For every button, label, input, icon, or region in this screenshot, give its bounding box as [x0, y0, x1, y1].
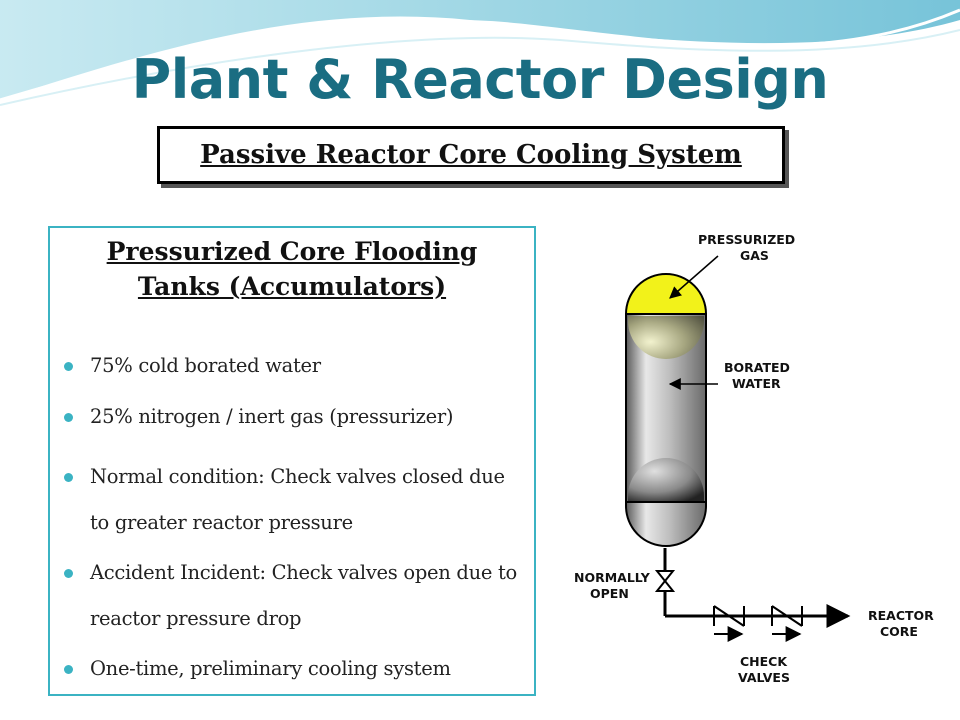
label-pressurized-gas: PRESSURIZED: [698, 232, 795, 247]
bullet-list: 75% cold borated water 25% nitrogen / in…: [62, 352, 532, 697]
label-valves: VALVES: [738, 670, 790, 685]
bullet-item: One-time, preliminary cooling system: [62, 646, 532, 692]
page-title: Plant & Reactor Design: [131, 48, 829, 111]
label-open: OPEN: [590, 586, 629, 601]
label-core: CORE: [880, 624, 918, 639]
panel-heading: Pressurized Core Flooding Tanks (Accumul…: [50, 234, 534, 304]
label-check: CHECK: [740, 654, 788, 669]
label-normally: NORMALLY: [574, 570, 651, 585]
gas-dome: [624, 273, 708, 315]
check-valve-icon: [713, 605, 745, 642]
bullet-dot-icon: [64, 569, 73, 578]
bullet-dot-icon: [64, 665, 73, 674]
label-borated: BORATED: [724, 360, 790, 375]
accumulator-panel: Pressurized Core Flooding Tanks (Accumul…: [48, 226, 536, 696]
bullet-item: Normal condition: Check valves closed du…: [62, 454, 520, 546]
check-valve-icon: [771, 605, 803, 642]
label-reactor: REACTOR: [868, 608, 934, 623]
upper-inner-dome: [628, 316, 704, 359]
bullet-dot-icon: [64, 362, 73, 371]
header-wave-decoration: [0, 0, 960, 106]
panel-heading-line-2: Tanks (Accumulators): [137, 272, 447, 301]
label-gas: GAS: [740, 248, 769, 263]
gate-valve-icon: [654, 570, 676, 592]
bullet-item: Accident Incident: Check valves open due…: [62, 550, 530, 642]
bullet-item: 75% cold borated water: [62, 352, 532, 380]
subtitle: Passive Reactor Core Cooling System: [200, 140, 742, 170]
accumulator-diagram: PRESSURIZED GAS BORATED WATER NORMALLY O…: [574, 232, 934, 685]
label-water: WATER: [732, 376, 781, 391]
bullet-item: 25% nitrogen / inert gas (pressurizer): [62, 403, 532, 431]
bullet-dot-icon: [64, 473, 73, 482]
subtitle-box: Passive Reactor Core Cooling System: [157, 126, 785, 184]
panel-heading-line-1: Pressurized Core Flooding: [106, 237, 478, 266]
bullet-dot-icon: [64, 413, 73, 422]
lower-cap: [628, 458, 704, 502]
